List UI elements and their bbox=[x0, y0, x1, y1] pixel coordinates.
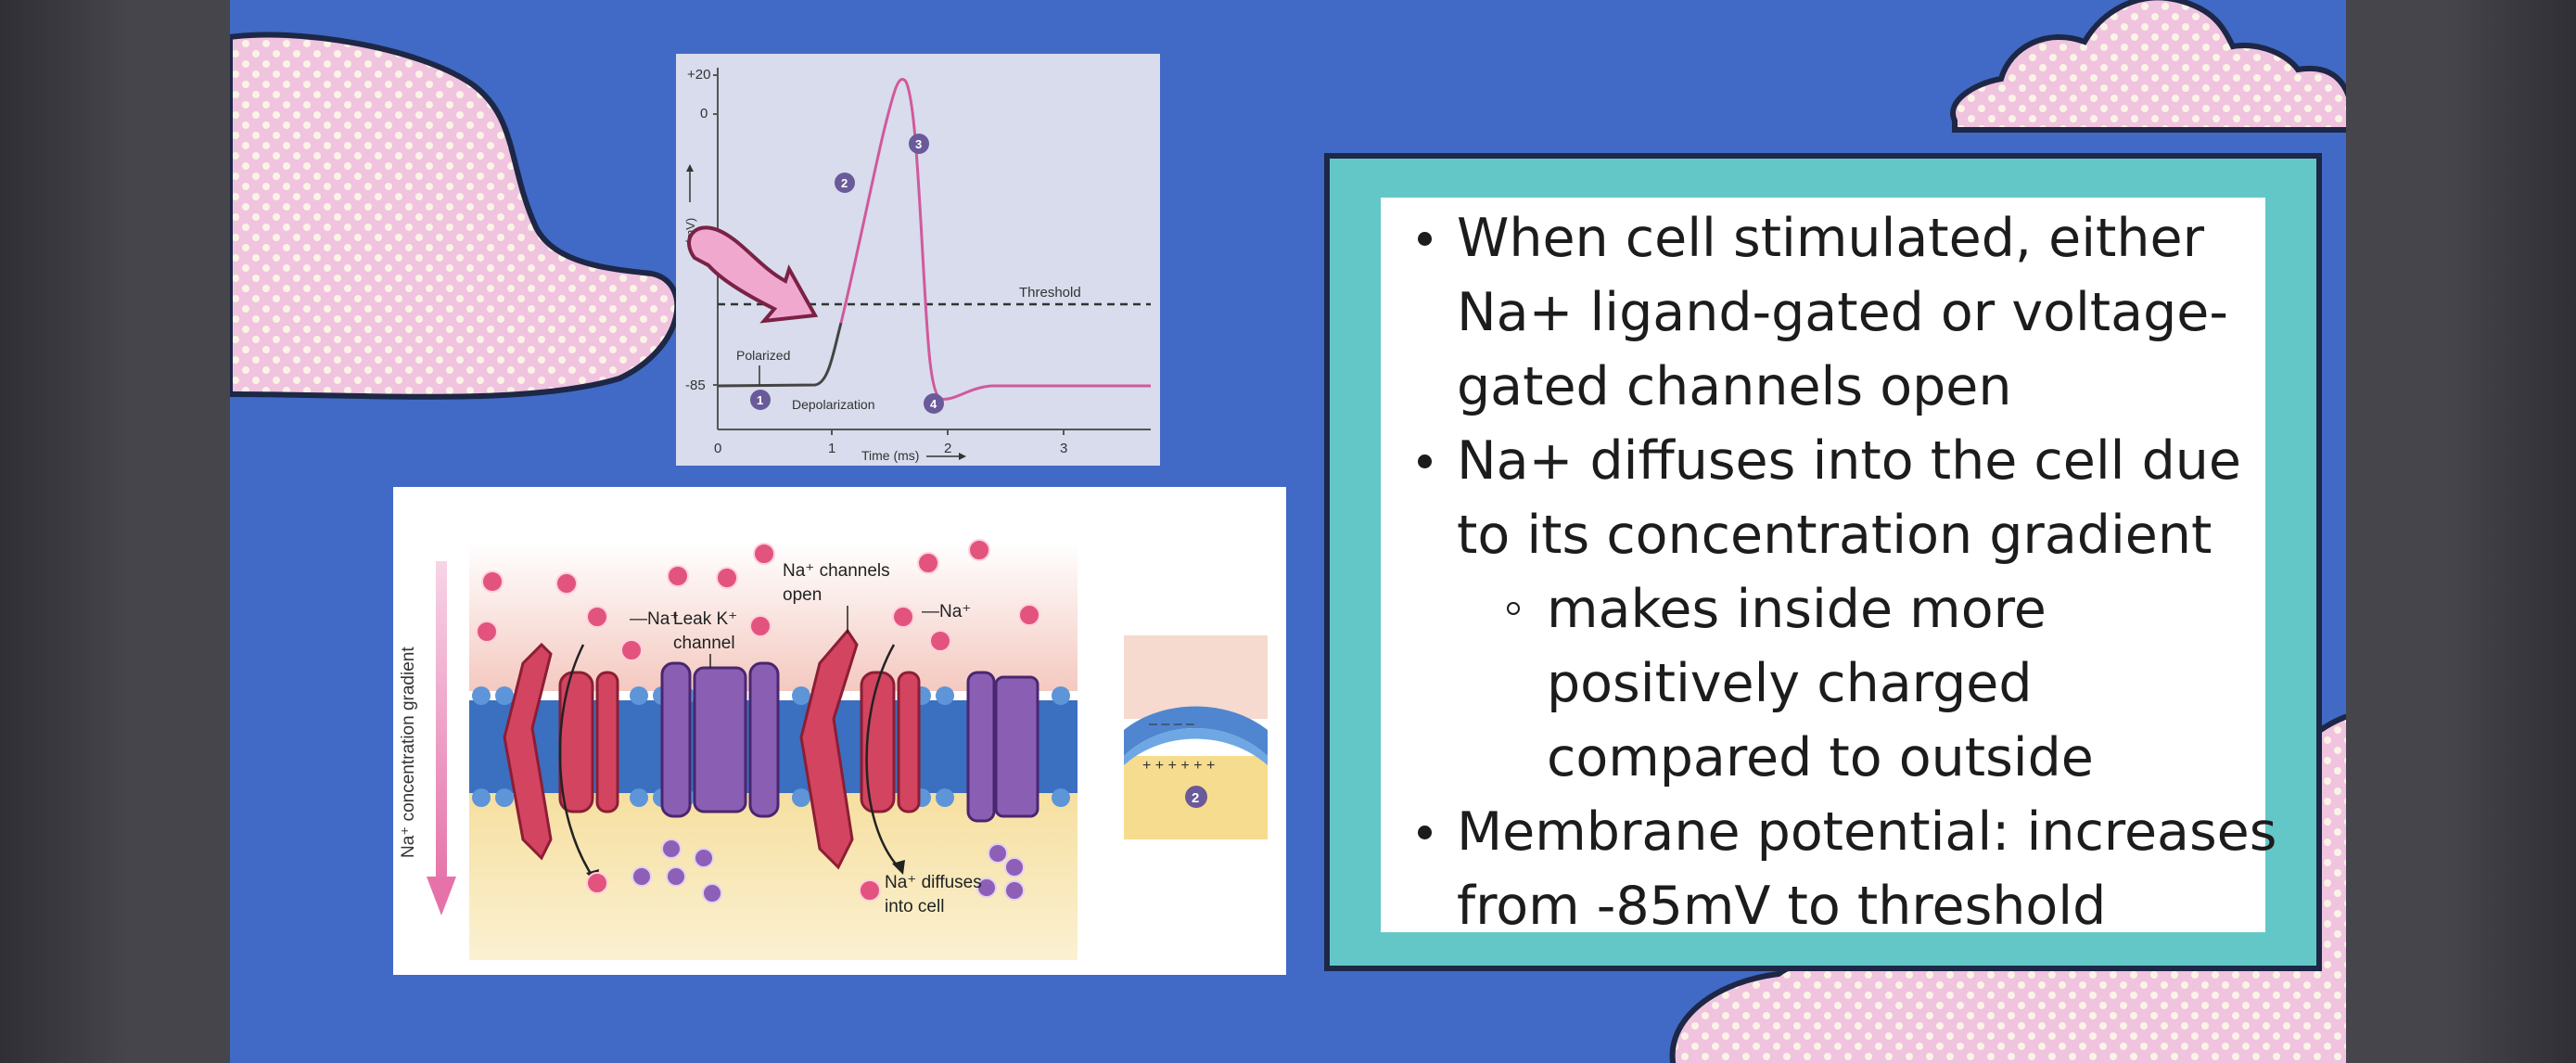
bullet-list: When cell stimulated, either Na+ ligand-… bbox=[1381, 201, 2276, 943]
bullet-membrane-potential: Membrane potential: increases from -85mV… bbox=[1381, 795, 2276, 943]
marker-3: 3 bbox=[909, 134, 929, 154]
svg-text:4: 4 bbox=[930, 397, 937, 411]
slide: +20 0 -85 0 1 2 3 Time (ms) (mV) Thresho… bbox=[230, 0, 2346, 1063]
label-channels-open-2: open bbox=[783, 585, 822, 605]
svg-text:2: 2 bbox=[841, 176, 848, 190]
y-tick-minus85: -85 bbox=[685, 378, 706, 393]
membrane-diagram: Na⁺ concentration gradient bbox=[393, 487, 1286, 975]
x-tick-1: 1 bbox=[828, 441, 835, 456]
x-tick-2: 2 bbox=[944, 441, 951, 456]
svg-text:+ + + + + +: + + + + + + bbox=[1142, 758, 1215, 774]
text-frame: When cell stimulated, either Na+ ligand-… bbox=[1324, 153, 2322, 971]
charge-inset: – – – – + + + + + + 2 bbox=[1124, 635, 1268, 839]
sub-bullet-inside-charge: makes inside more positively charged com… bbox=[1381, 572, 2265, 795]
y-tick-plus20: +20 bbox=[687, 67, 710, 83]
pink-arrow-icon bbox=[687, 225, 819, 324]
bullet-dot bbox=[1418, 826, 1432, 839]
cloud-top-left bbox=[230, 28, 684, 417]
threshold-label: Threshold bbox=[1019, 285, 1081, 301]
text-box: When cell stimulated, either Na+ ligand-… bbox=[1381, 198, 2276, 937]
marker-1: 1 bbox=[750, 390, 771, 410]
y-tick-0: 0 bbox=[700, 106, 708, 122]
sub-bullet-ring bbox=[1507, 602, 1520, 615]
svg-text:– – – –: – – – – bbox=[1149, 716, 1194, 732]
gradient-label: Na⁺ concentration gradient bbox=[399, 647, 418, 858]
label-leak-k: Leak K⁺ bbox=[673, 609, 737, 629]
bullet-dot bbox=[1418, 232, 1432, 246]
label-na-right: —Na⁺ bbox=[922, 602, 971, 621]
bullet-dot bbox=[1418, 455, 1432, 468]
label-na-left: —Na⁺ bbox=[630, 609, 679, 629]
polarized-label: Polarized bbox=[736, 348, 790, 363]
depolarization-label: Depolarization bbox=[792, 397, 875, 412]
marker-4: 4 bbox=[924, 393, 944, 414]
svg-text:1: 1 bbox=[757, 393, 763, 407]
label-channels-open-1: Na⁺ channels bbox=[783, 561, 890, 581]
bullet-stimulated: When cell stimulated, either Na+ ligand-… bbox=[1381, 201, 2265, 424]
label-diffuses-2: into cell bbox=[885, 897, 944, 916]
svg-text:3: 3 bbox=[915, 137, 922, 151]
x-axis-label: Time (ms) bbox=[861, 448, 919, 463]
x-tick-0: 0 bbox=[714, 441, 721, 456]
label-channel: channel bbox=[673, 634, 735, 653]
x-tick-3: 3 bbox=[1060, 441, 1067, 456]
inset-marker: 2 bbox=[1192, 790, 1199, 806]
label-diffuses-1: Na⁺ diffuses bbox=[885, 873, 982, 892]
cloud-top-right bbox=[1945, 0, 2346, 139]
marker-2: 2 bbox=[835, 173, 855, 193]
bullet-diffuses: Na+ diffuses into the cell due to its co… bbox=[1381, 424, 2265, 572]
action-potential-graph: +20 0 -85 0 1 2 3 Time (ms) (mV) Thresho… bbox=[676, 54, 1160, 466]
